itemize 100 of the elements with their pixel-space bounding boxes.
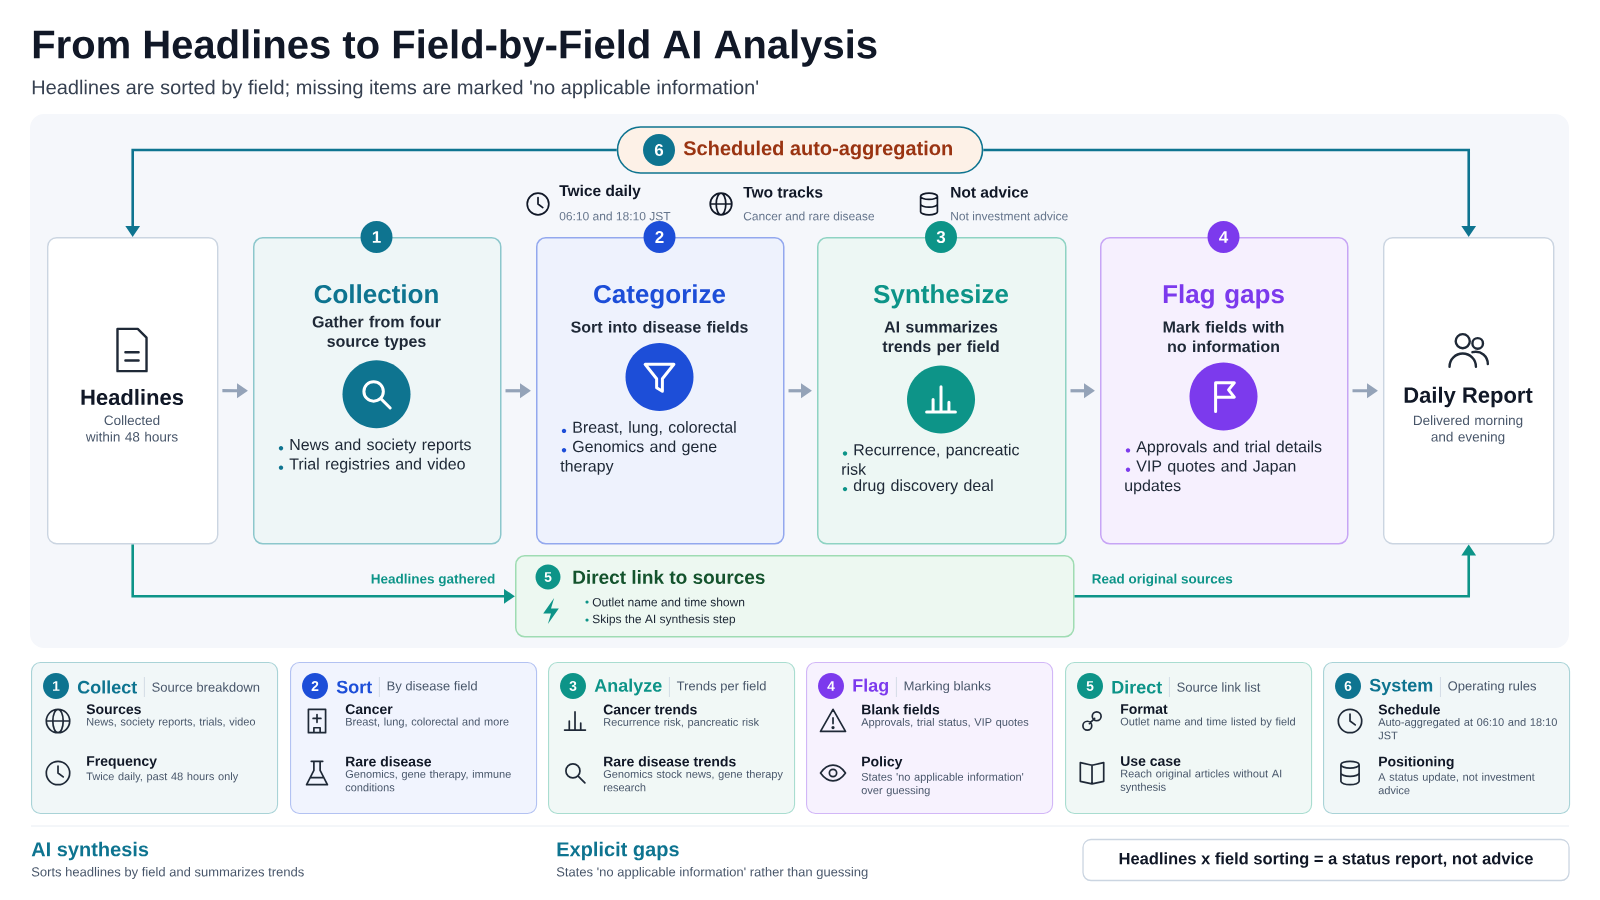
- card-title: Sort: [336, 680, 372, 694]
- item-title: Rare disease: [346, 756, 432, 767]
- card-subtitle: Sort into disease fields: [571, 320, 748, 333]
- item-text: Auto-aggregated at 06:10 and 18:10 JST: [1378, 717, 1557, 740]
- edge-label: Read original sources: [1090, 572, 1235, 588]
- item-text: Reach original articles without AI synthesis: [1120, 769, 1282, 793]
- step-badge: 2: [643, 221, 676, 253]
- card-title: System: [1369, 678, 1433, 696]
- info-title: Not advice: [951, 186, 1029, 198]
- pill-title: Scheduled auto-aggregation: [683, 140, 952, 160]
- headline-box: [47, 237, 219, 545]
- summary-card: [1065, 662, 1313, 815]
- bullet-item: Genomics and gene therapy: [560, 440, 717, 475]
- item-text: Genomics, gene therapy, immune conditions: [345, 769, 511, 792]
- page-title: From Headlines to Field-by-Field AI Analysis: [33, 29, 877, 67]
- card-title: Flag gaps: [1163, 284, 1284, 309]
- step-badge: 3: [560, 673, 586, 699]
- bullet-item: VIP quotes and Japan updates: [1125, 459, 1296, 495]
- item-title: Positioning: [1379, 756, 1454, 770]
- step-badge: 1: [43, 673, 69, 699]
- card-title: Direct: [1112, 680, 1162, 694]
- card-title: Flag: [853, 678, 888, 696]
- bullet-item: Trial registries and video: [278, 457, 465, 473]
- report-box: [1383, 237, 1555, 545]
- card-subtitle: Source link list: [1177, 682, 1261, 692]
- info-text: Cancer and rare disease: [743, 211, 875, 221]
- step-badge: 6: [1335, 673, 1361, 699]
- bullet-item: Breast, lung, colorectal: [561, 421, 736, 436]
- box-title: Direct link to sources: [573, 570, 765, 584]
- step-card: [253, 221, 502, 545]
- summary-card: [548, 662, 796, 815]
- card-subtitle: By disease field: [387, 680, 477, 694]
- step-badge: 2: [302, 673, 328, 699]
- summary-card: [806, 662, 1054, 815]
- bullet-item: Approvals and trial details: [1125, 440, 1322, 456]
- card-subtitle: Gather from four source types: [312, 315, 441, 351]
- card-subtitle: Operating rules: [1448, 680, 1537, 694]
- schedule-pill: [616, 126, 984, 174]
- item-text: A status update, not investment advice: [1378, 772, 1535, 795]
- step-badge: 6: [643, 134, 675, 166]
- card-title: Collect: [77, 680, 137, 694]
- box-title: Daily Report: [1404, 386, 1533, 408]
- step-badge: 3: [925, 221, 957, 253]
- summary-card: [31, 662, 279, 815]
- item-title: Use case: [1121, 756, 1181, 766]
- bullet-item: Outlet name and time shown: [585, 597, 745, 607]
- item-title: Schedule: [1378, 704, 1440, 715]
- box-title: Headlines: [81, 388, 184, 406]
- box-caption: Collected within 48 hours: [85, 415, 178, 442]
- item-title: Cancer: [345, 704, 393, 715]
- edge-label: Headlines gathered: [369, 572, 497, 588]
- item-text: News, society reports, trials, video: [87, 717, 256, 728]
- shortcut-box: [515, 555, 1075, 638]
- info-title: Two tracks: [743, 186, 823, 198]
- item-text: Genomics stock news, gene therapy research: [603, 769, 783, 792]
- step-badge: 5: [1077, 673, 1103, 699]
- info-title: Twice daily: [559, 184, 641, 200]
- item-title: Blank fields: [862, 704, 940, 715]
- item-title: Frequency: [87, 756, 157, 769]
- card-subtitle: Source breakdown: [152, 682, 260, 692]
- card-title: Analyze: [594, 678, 662, 696]
- item-text: Twice daily, past 48 hours only: [86, 772, 239, 783]
- card-subtitle: Mark fields with no information: [1163, 320, 1284, 353]
- bullet-item: News and society reports: [278, 438, 471, 454]
- info-text: States 'no applicable information' rather than guessing: [556, 866, 868, 880]
- step-badge: 4: [818, 673, 844, 699]
- note-box: Headlines x field sorting = a status report, not advice: [1082, 838, 1570, 882]
- footer-heading: Explicit gaps: [557, 841, 679, 861]
- card-subtitle: AI summarizes trends per field: [882, 320, 999, 356]
- item-text: Approvals, trial status, VIP quotes: [861, 717, 1029, 729]
- card-title: Categorize: [594, 284, 726, 309]
- bullet-item: drug discovery deal: [842, 479, 993, 495]
- step-card: [817, 221, 1067, 545]
- card-subtitle: Marking blanks: [904, 680, 991, 694]
- step-badge: 4: [1207, 221, 1240, 253]
- card-title: Synthesize: [873, 284, 1009, 309]
- subtitle: Headlines are sorted by field; missing items are marked 'no applicable information': [32, 79, 759, 99]
- card-title: Collection: [314, 284, 438, 304]
- box-caption: Delivered morning and evening: [1414, 415, 1523, 445]
- item-title: Sources: [86, 704, 141, 715]
- item-text: Outlet name and time listed by field: [1120, 717, 1295, 728]
- summary-card: [1323, 662, 1571, 815]
- info-text: Sorts headlines by field and summarizes trends: [31, 866, 304, 880]
- step-card: [536, 221, 785, 545]
- footer-heading: AI synthesis: [31, 841, 149, 861]
- step-badge: 5: [535, 564, 561, 590]
- item-text: Recurrence risk, pancreatic risk: [604, 717, 760, 729]
- item-title: Format: [1121, 704, 1168, 714]
- summary-card: [290, 662, 538, 815]
- step-card: [1100, 221, 1349, 545]
- item-title: Policy: [862, 756, 903, 770]
- item-title: Cancer trends: [603, 704, 697, 715]
- bullet-item: Skips the AI synthesis step: [585, 614, 736, 626]
- info-text: Not investment advice: [951, 211, 1068, 221]
- item-title: Rare disease trends: [604, 756, 736, 767]
- step-badge: 1: [360, 221, 393, 253]
- info-text: 06:10 and 18:10 JST: [559, 211, 671, 221]
- item-text: States 'no applicable information' over guessing: [861, 772, 1024, 797]
- card-subtitle: Trends per field: [676, 680, 766, 694]
- item-text: Breast, lung, colorectal and more: [346, 717, 509, 728]
